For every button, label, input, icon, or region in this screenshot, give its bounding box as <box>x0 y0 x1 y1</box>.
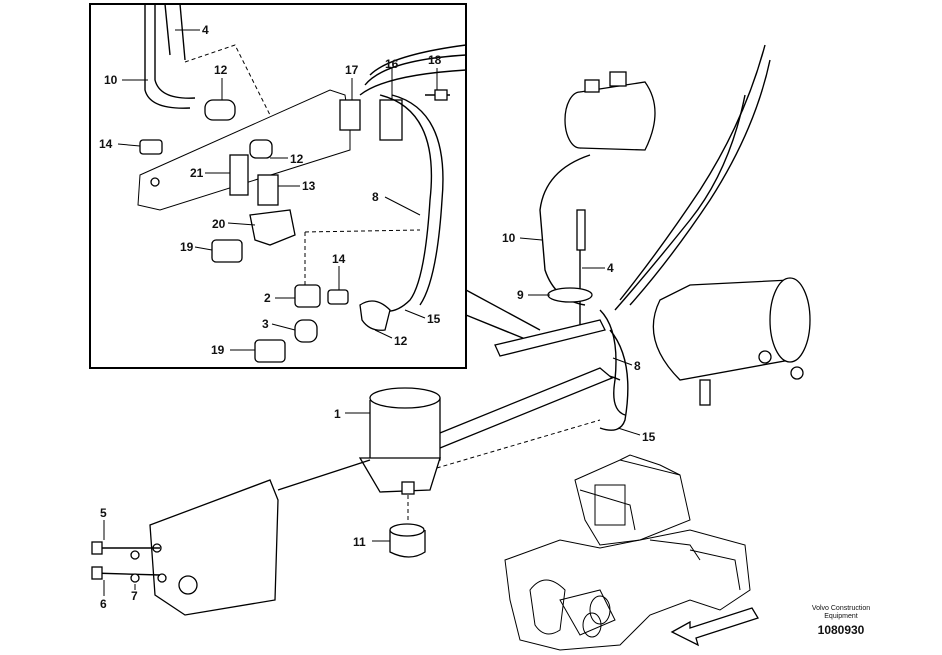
label-4: 4 <box>607 261 614 275</box>
inset-clamp-16 <box>379 99 403 141</box>
inset-pointer-line <box>465 289 541 331</box>
inset-labels: 4 10 12 17 16 18 14 21 12 13 8 20 19 14 … <box>99 23 442 357</box>
label-20: 20 <box>212 217 226 231</box>
hose-long-right <box>619 44 766 301</box>
label-15: 15 <box>642 430 656 444</box>
tee-fitting-4 <box>576 209 586 251</box>
label-16: 16 <box>385 57 399 71</box>
mounting-bracket <box>494 319 606 357</box>
mounting-rail <box>434 367 614 449</box>
label-8: 8 <box>634 359 641 373</box>
inset-seal-3 <box>294 319 318 343</box>
bolt-6 <box>91 572 161 576</box>
main-labels: 10 4 9 8 1 15 5 11 7 6 <box>100 231 656 611</box>
label-6: 6 <box>100 597 107 611</box>
label-4: 4 <box>202 23 209 37</box>
inset-fitting-2 <box>294 284 321 308</box>
inset-bracket-plate <box>137 89 351 211</box>
label-14: 14 <box>332 252 346 266</box>
drain-valve <box>699 379 711 406</box>
label-9: 9 <box>517 288 524 302</box>
label-7: 7 <box>131 589 138 603</box>
inset-hose-10 <box>144 4 191 109</box>
inset-tee-20 <box>249 209 296 246</box>
label-10: 10 <box>104 73 118 87</box>
inset-hose-4 <box>164 3 171 56</box>
label-8: 8 <box>372 190 379 204</box>
brand-caption: Volvo Construction Equipment <box>800 605 882 621</box>
document-number: 1080930 <box>817 623 865 637</box>
label-21: 21 <box>190 166 204 180</box>
label-15: 15 <box>427 312 441 326</box>
label-10: 10 <box>502 231 516 245</box>
inset-plug-19-bottom <box>254 339 286 363</box>
inset-hose-8 <box>379 94 433 312</box>
air-tank-small <box>579 81 656 151</box>
label-1: 1 <box>334 407 341 421</box>
brand-line-1: Volvo Construction <box>811 605 871 612</box>
brand-line-2: Equipment <box>824 613 858 620</box>
label-5: 5 <box>100 506 107 520</box>
inset-elbow-12-top <box>204 99 236 121</box>
washer-7-top <box>130 550 140 560</box>
inset-dash-guide <box>184 44 271 116</box>
washer-7-bottom <box>130 573 140 583</box>
label-18: 18 <box>428 53 442 67</box>
hose-15 <box>599 329 629 431</box>
inset-plug-19-top <box>211 239 243 263</box>
inset-elbow-12-bottom <box>359 300 391 331</box>
clamp-ring-9 <box>547 287 593 303</box>
inset-hose-top <box>369 44 467 76</box>
label-3: 3 <box>262 317 269 331</box>
label-19: 19 <box>211 343 225 357</box>
lower-bracket-plate <box>149 479 279 616</box>
silencer-11 <box>389 530 426 558</box>
hose-8 <box>599 309 626 416</box>
label-14: 14 <box>99 137 113 151</box>
label-13: 13 <box>302 179 316 193</box>
inset-fitting-14 <box>139 139 163 155</box>
inset-valve-17 <box>339 99 361 131</box>
label-11: 11 <box>353 535 366 549</box>
machine-overview <box>504 454 751 651</box>
inset-elbow-12-mid <box>249 139 273 159</box>
label-12: 12 <box>214 63 228 77</box>
inset-connector-13 <box>257 174 279 206</box>
inset-bracket-hole <box>150 177 160 187</box>
direction-arrow-icon <box>670 607 759 647</box>
label-12: 12 <box>394 334 408 348</box>
label-12: 12 <box>290 152 304 166</box>
label-17: 17 <box>345 63 359 77</box>
inset-connector-21 <box>229 154 249 196</box>
label-19: 19 <box>180 240 194 254</box>
label-2: 2 <box>264 291 271 305</box>
inset-fitting-14-bottom <box>327 289 349 305</box>
